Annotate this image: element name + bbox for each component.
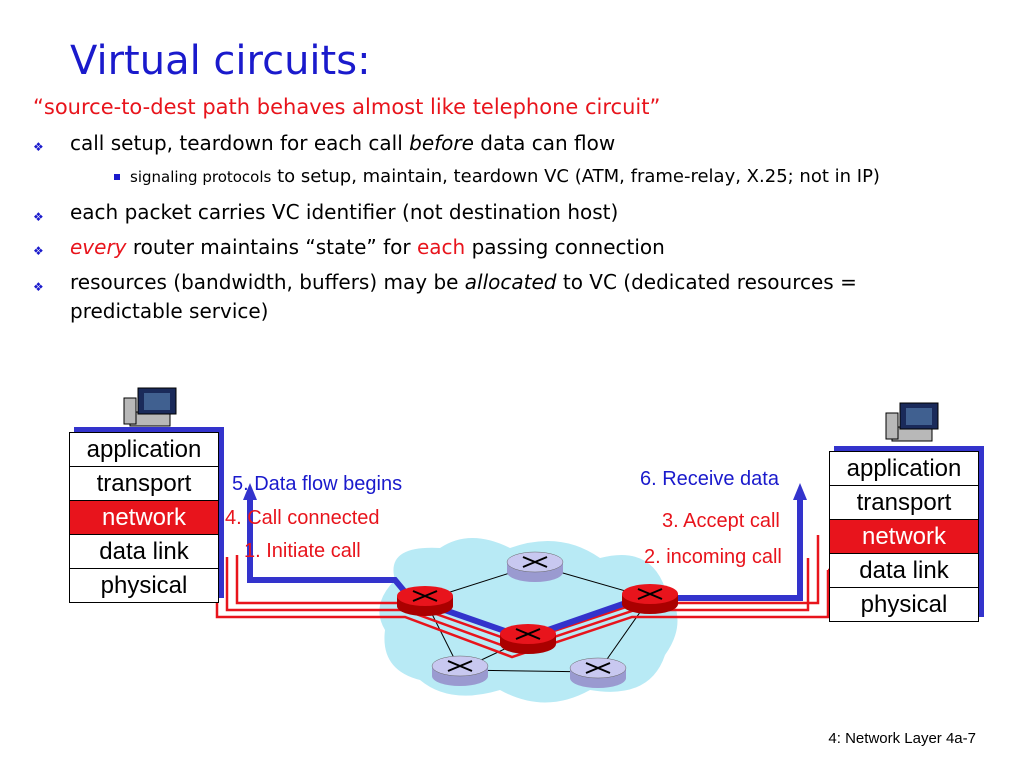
router-icon	[622, 584, 678, 614]
bullet-vc-identifier: each packet carries VC identifier (not d…	[70, 200, 619, 224]
square-bullet-icon	[114, 174, 120, 180]
bullet-call-setup: call setup, teardown for each call befor…	[70, 131, 616, 155]
router-icon	[569, 657, 627, 688]
step-3-label: 3. Accept call	[662, 510, 780, 532]
left-protocol-stack: application transport network data link …	[69, 432, 219, 603]
layer-application: application	[830, 452, 978, 486]
slide-title: Virtual circuits:	[70, 38, 371, 84]
diamond-bullet-icon: ❖	[33, 244, 44, 258]
computer-icon	[885, 402, 939, 442]
bullet-resources-line2: predictable service)	[70, 299, 269, 323]
bullet-router-state: every router maintains “state” for each …	[70, 235, 665, 259]
diamond-bullet-icon: ❖	[33, 140, 44, 154]
layer-transport: transport	[830, 486, 978, 520]
layer-network: network	[830, 520, 978, 554]
diamond-bullet-icon: ❖	[33, 210, 44, 224]
data-arrow-up-icon	[243, 483, 257, 500]
bullet-resources: resources (bandwidth, buffers) may be al…	[70, 270, 857, 294]
step-6-label: 6. Receive data	[640, 468, 779, 490]
layer-physical: physical	[860, 591, 948, 618]
layer-application: application	[70, 433, 218, 467]
right-protocol-stack: application transport network data link …	[829, 451, 979, 622]
quote-line: “source-to-dest path behaves almost like…	[33, 95, 661, 119]
data-flow-path	[247, 500, 803, 642]
router-icon	[397, 586, 453, 616]
router-icon	[431, 655, 489, 686]
layer-network: network	[70, 501, 218, 535]
step-4-label: 4. Call connected	[225, 507, 380, 529]
layer-transport: transport	[70, 467, 218, 501]
router-icon	[500, 624, 556, 654]
data-arrow-up-icon	[793, 483, 807, 500]
step-2-label: 2. incoming call	[644, 546, 782, 568]
sub-bullet-signaling: signaling protocols to setup, maintain, …	[130, 166, 880, 187]
computer-icon	[123, 387, 177, 427]
slide-footer: 4: Network Layer 4a-7	[828, 730, 976, 747]
layer-data-link: data link	[70, 535, 218, 569]
layer-data-link: data link	[830, 554, 978, 588]
diamond-bullet-icon: ❖	[33, 280, 44, 294]
router-icon	[506, 551, 564, 582]
step-5-label: 5. Data flow begins	[232, 473, 403, 495]
layer-physical: physical	[100, 572, 188, 599]
step-1-label: 1. Initiate call	[244, 540, 361, 562]
